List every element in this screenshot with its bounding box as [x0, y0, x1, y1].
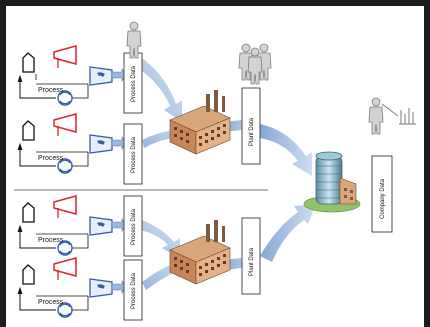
process-unit-4: Process Process Data: [17, 257, 143, 321]
process-label: Process: [38, 87, 64, 94]
arrow-plantdata-2-to-hq: [260, 204, 316, 262]
flow-arrows-bottom: [140, 204, 316, 290]
plant-data-label: Plant Data: [249, 247, 255, 276]
process-label: Process: [38, 155, 64, 162]
factory-icon: [169, 219, 231, 285]
diagram-svg: Process Process Data Process Process Dat…: [14, 21, 416, 321]
presenter-chart-icon: [368, 97, 416, 135]
compressor-icon: [89, 66, 113, 86]
tank-icon: [53, 195, 77, 215]
compressor-icon: [89, 216, 113, 236]
company-data-label: Company Data: [380, 178, 386, 219]
process-data-label: Process Data: [131, 136, 137, 173]
people-group-icon: [238, 43, 272, 85]
compressor-icon: [89, 134, 113, 154]
factory-icon: [169, 89, 231, 155]
diagram-canvas: Process Process Data Process Process Dat…: [6, 6, 424, 327]
person-icon: [126, 21, 142, 59]
vessel-icon: [22, 264, 35, 285]
plant-data-box: [241, 217, 261, 295]
process-data-label: Process Data: [131, 208, 137, 245]
process-data-label: Process Data: [131, 65, 137, 102]
vessel-icon: [22, 202, 35, 223]
process-unit-1: Process Process Data: [17, 45, 143, 114]
company-data-box: [371, 155, 393, 233]
process-label: Process: [38, 237, 64, 244]
office-building-icon: [303, 151, 361, 213]
compressor-icon: [89, 278, 113, 298]
plant-data-1: Plant Data: [241, 87, 261, 165]
process-unit-2: Process Process Data: [17, 113, 143, 185]
process-data-box: [123, 259, 143, 321]
process-unit-3: Process Process Data: [17, 195, 143, 257]
vessel-icon: [22, 52, 35, 73]
process-data-label: Process Data: [131, 272, 137, 309]
arrow-process-3-to-plant: [140, 220, 180, 258]
process-data-box: [123, 195, 143, 257]
tank-icon: [53, 257, 77, 277]
process-data-box: [123, 123, 143, 185]
tank-icon: [53, 45, 77, 65]
company-data: Company Data: [371, 155, 393, 233]
arrow-process-1-to-plant: [138, 58, 182, 122]
plant-data-box: [241, 87, 261, 165]
vessel-icon: [22, 120, 35, 141]
plant-data-2: Plant Data: [241, 217, 261, 295]
process-label: Process: [38, 299, 64, 306]
arrow-plantdata-1-to-hq: [260, 124, 312, 176]
plant-data-label: Plant Data: [249, 117, 255, 146]
tank-icon: [53, 113, 77, 133]
